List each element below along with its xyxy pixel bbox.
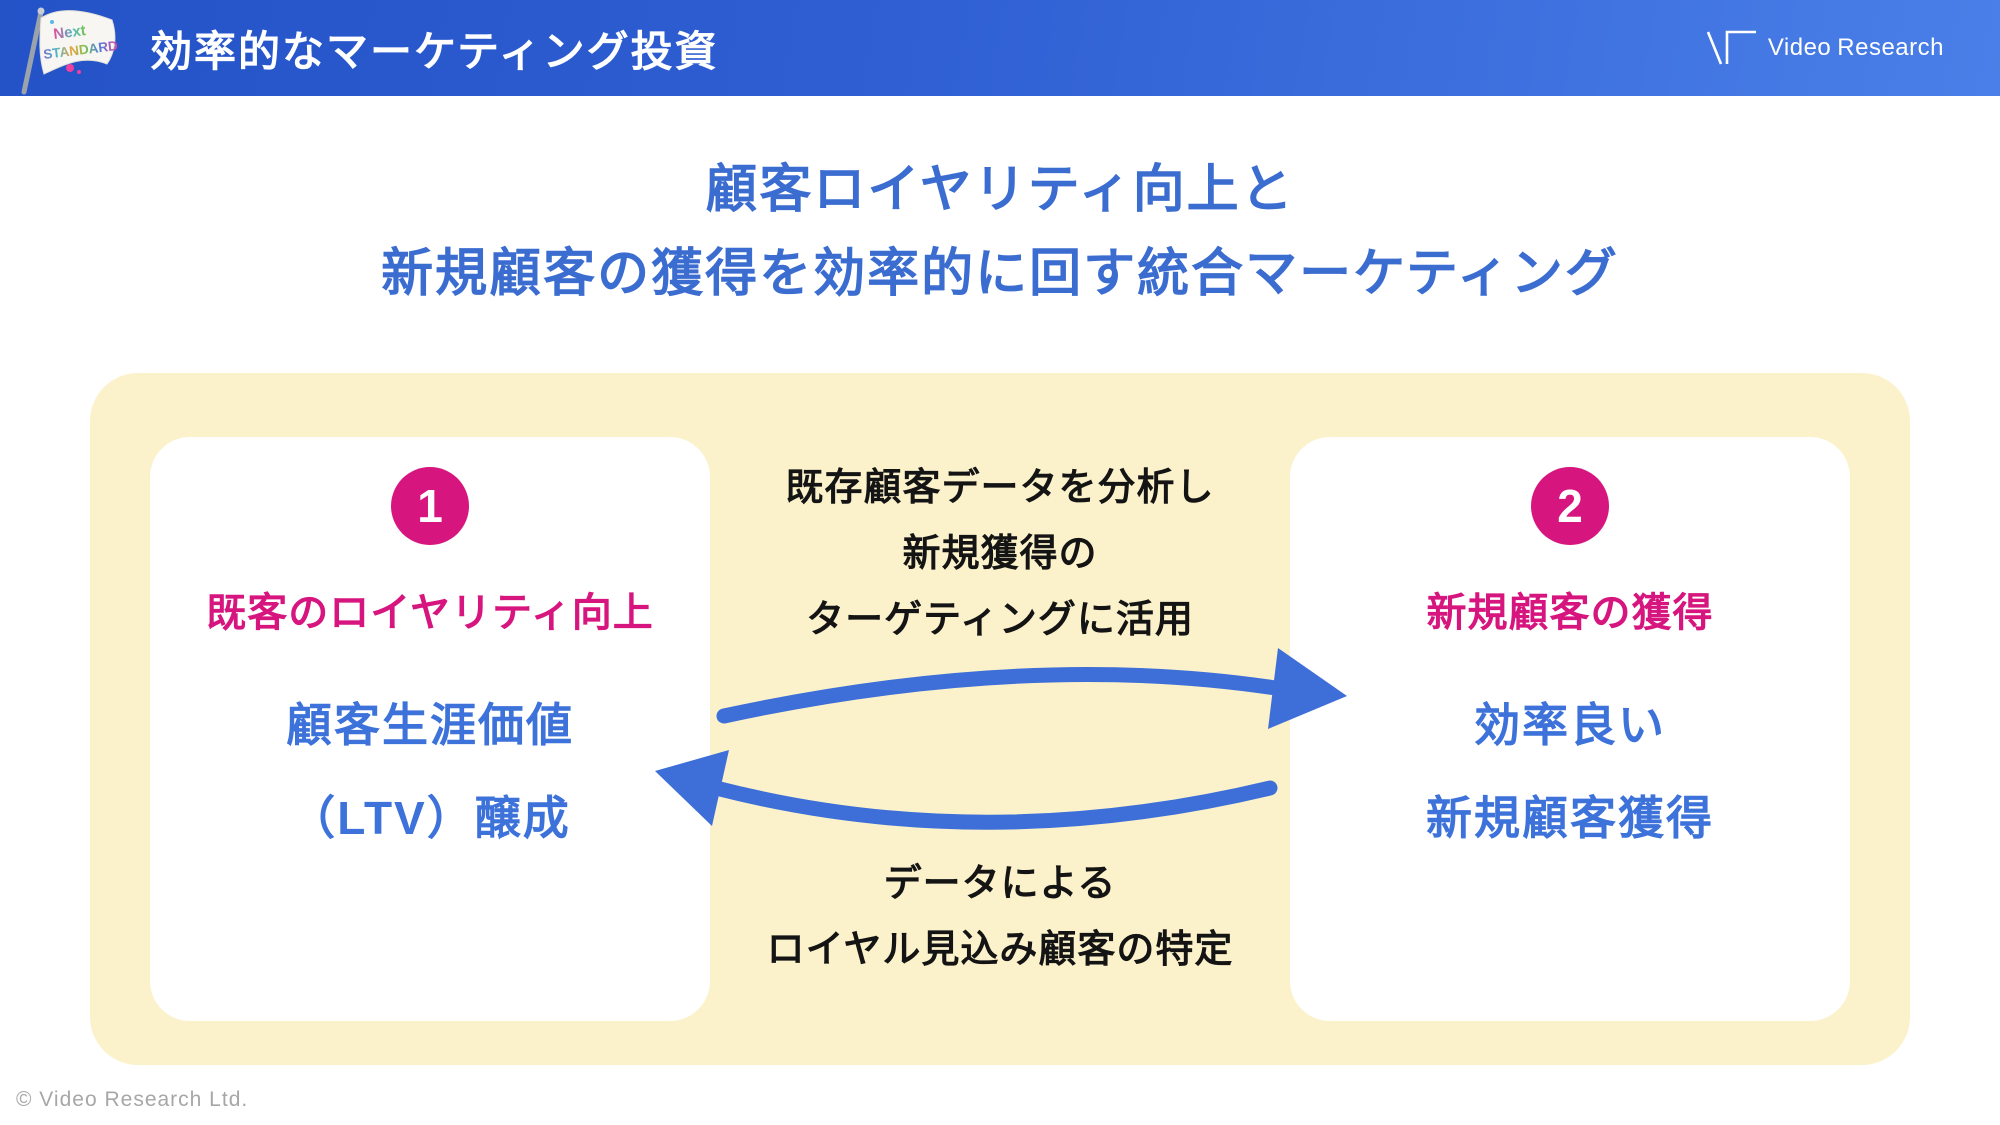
flow-bottom-text: データによる ロイヤル見込み顧客の特定 [90, 851, 1910, 983]
card-existing-loyalty: 1 既客のロイヤリティ向上 顧客生涯価値 （LTV）醸成 [150, 437, 710, 1021]
page-title-line1: 顧客ロイヤリティ向上と [705, 161, 1295, 219]
footer-copyright: © Video Research Ltd. [16, 1088, 249, 1111]
flag-splat-pink-small [77, 70, 81, 74]
card-existing-heading: 既客のロイヤリティ向上 [206, 591, 654, 635]
next-standard-flag-icon: Next STANDARD [8, 2, 126, 96]
card-existing-line2: （LTV）醸成 [289, 792, 571, 844]
flag-splat-blue [50, 20, 54, 24]
flag-pole-tip [37, 7, 45, 15]
card-existing-line1: 顧客生涯価値 [286, 699, 574, 751]
header-title: 効率的なマーケティング投資 [150, 27, 719, 75]
step-2-number: 2 [1557, 480, 1583, 532]
flag-pole [21, 9, 44, 95]
flow-bottom-line2: ロイヤル見込み顧客の特定 [766, 929, 1234, 971]
card-new-heading: 新規顧客の獲得 [1426, 591, 1714, 635]
brand-word-video: Video [1767, 34, 1832, 61]
flow-top-line1: 既存顧客データを分析し [785, 467, 1215, 509]
brand-word-research: Research [1837, 34, 1944, 61]
flag-cloth [39, 10, 116, 75]
diagram-panel: 1 既客のロイヤリティ向上 顧客生涯価値 （LTV）醸成 2 新規顧客の獲得 効… [90, 373, 1910, 1065]
flow-top-line3: ターゲティングに活用 [806, 599, 1194, 641]
flag-graphic: Next STANDARD [21, 7, 119, 95]
step-2-badge: 2 [1531, 467, 1609, 545]
page-title: 顧客ロイヤリティ向上と 新規顧客の獲得を効率的に回す統合マーケティング [0, 148, 2000, 316]
step-1-number: 1 [417, 480, 443, 532]
flag-text-next: Next [52, 22, 86, 43]
video-research-mark-icon [1706, 30, 1756, 65]
card-new-line1: 効率良い [1474, 699, 1666, 751]
card-new-customers: 2 新規顧客の獲得 効率良い 新規顧客獲得 [1290, 437, 1850, 1021]
flow-bottom-line1: データによる [883, 863, 1117, 905]
step-1-badge: 1 [391, 467, 469, 545]
card-new-line2: 新規顧客獲得 [1426, 792, 1714, 844]
flow-top-text: 既存顧客データを分析し 新規獲得の ターゲティングに活用 [90, 455, 1910, 653]
flow-top-line2: 新規獲得の [902, 533, 1098, 575]
page-title-line2: 新規顧客の獲得を効率的に回す統合マーケティング [381, 245, 1619, 303]
flag-splat-pink [66, 64, 74, 72]
